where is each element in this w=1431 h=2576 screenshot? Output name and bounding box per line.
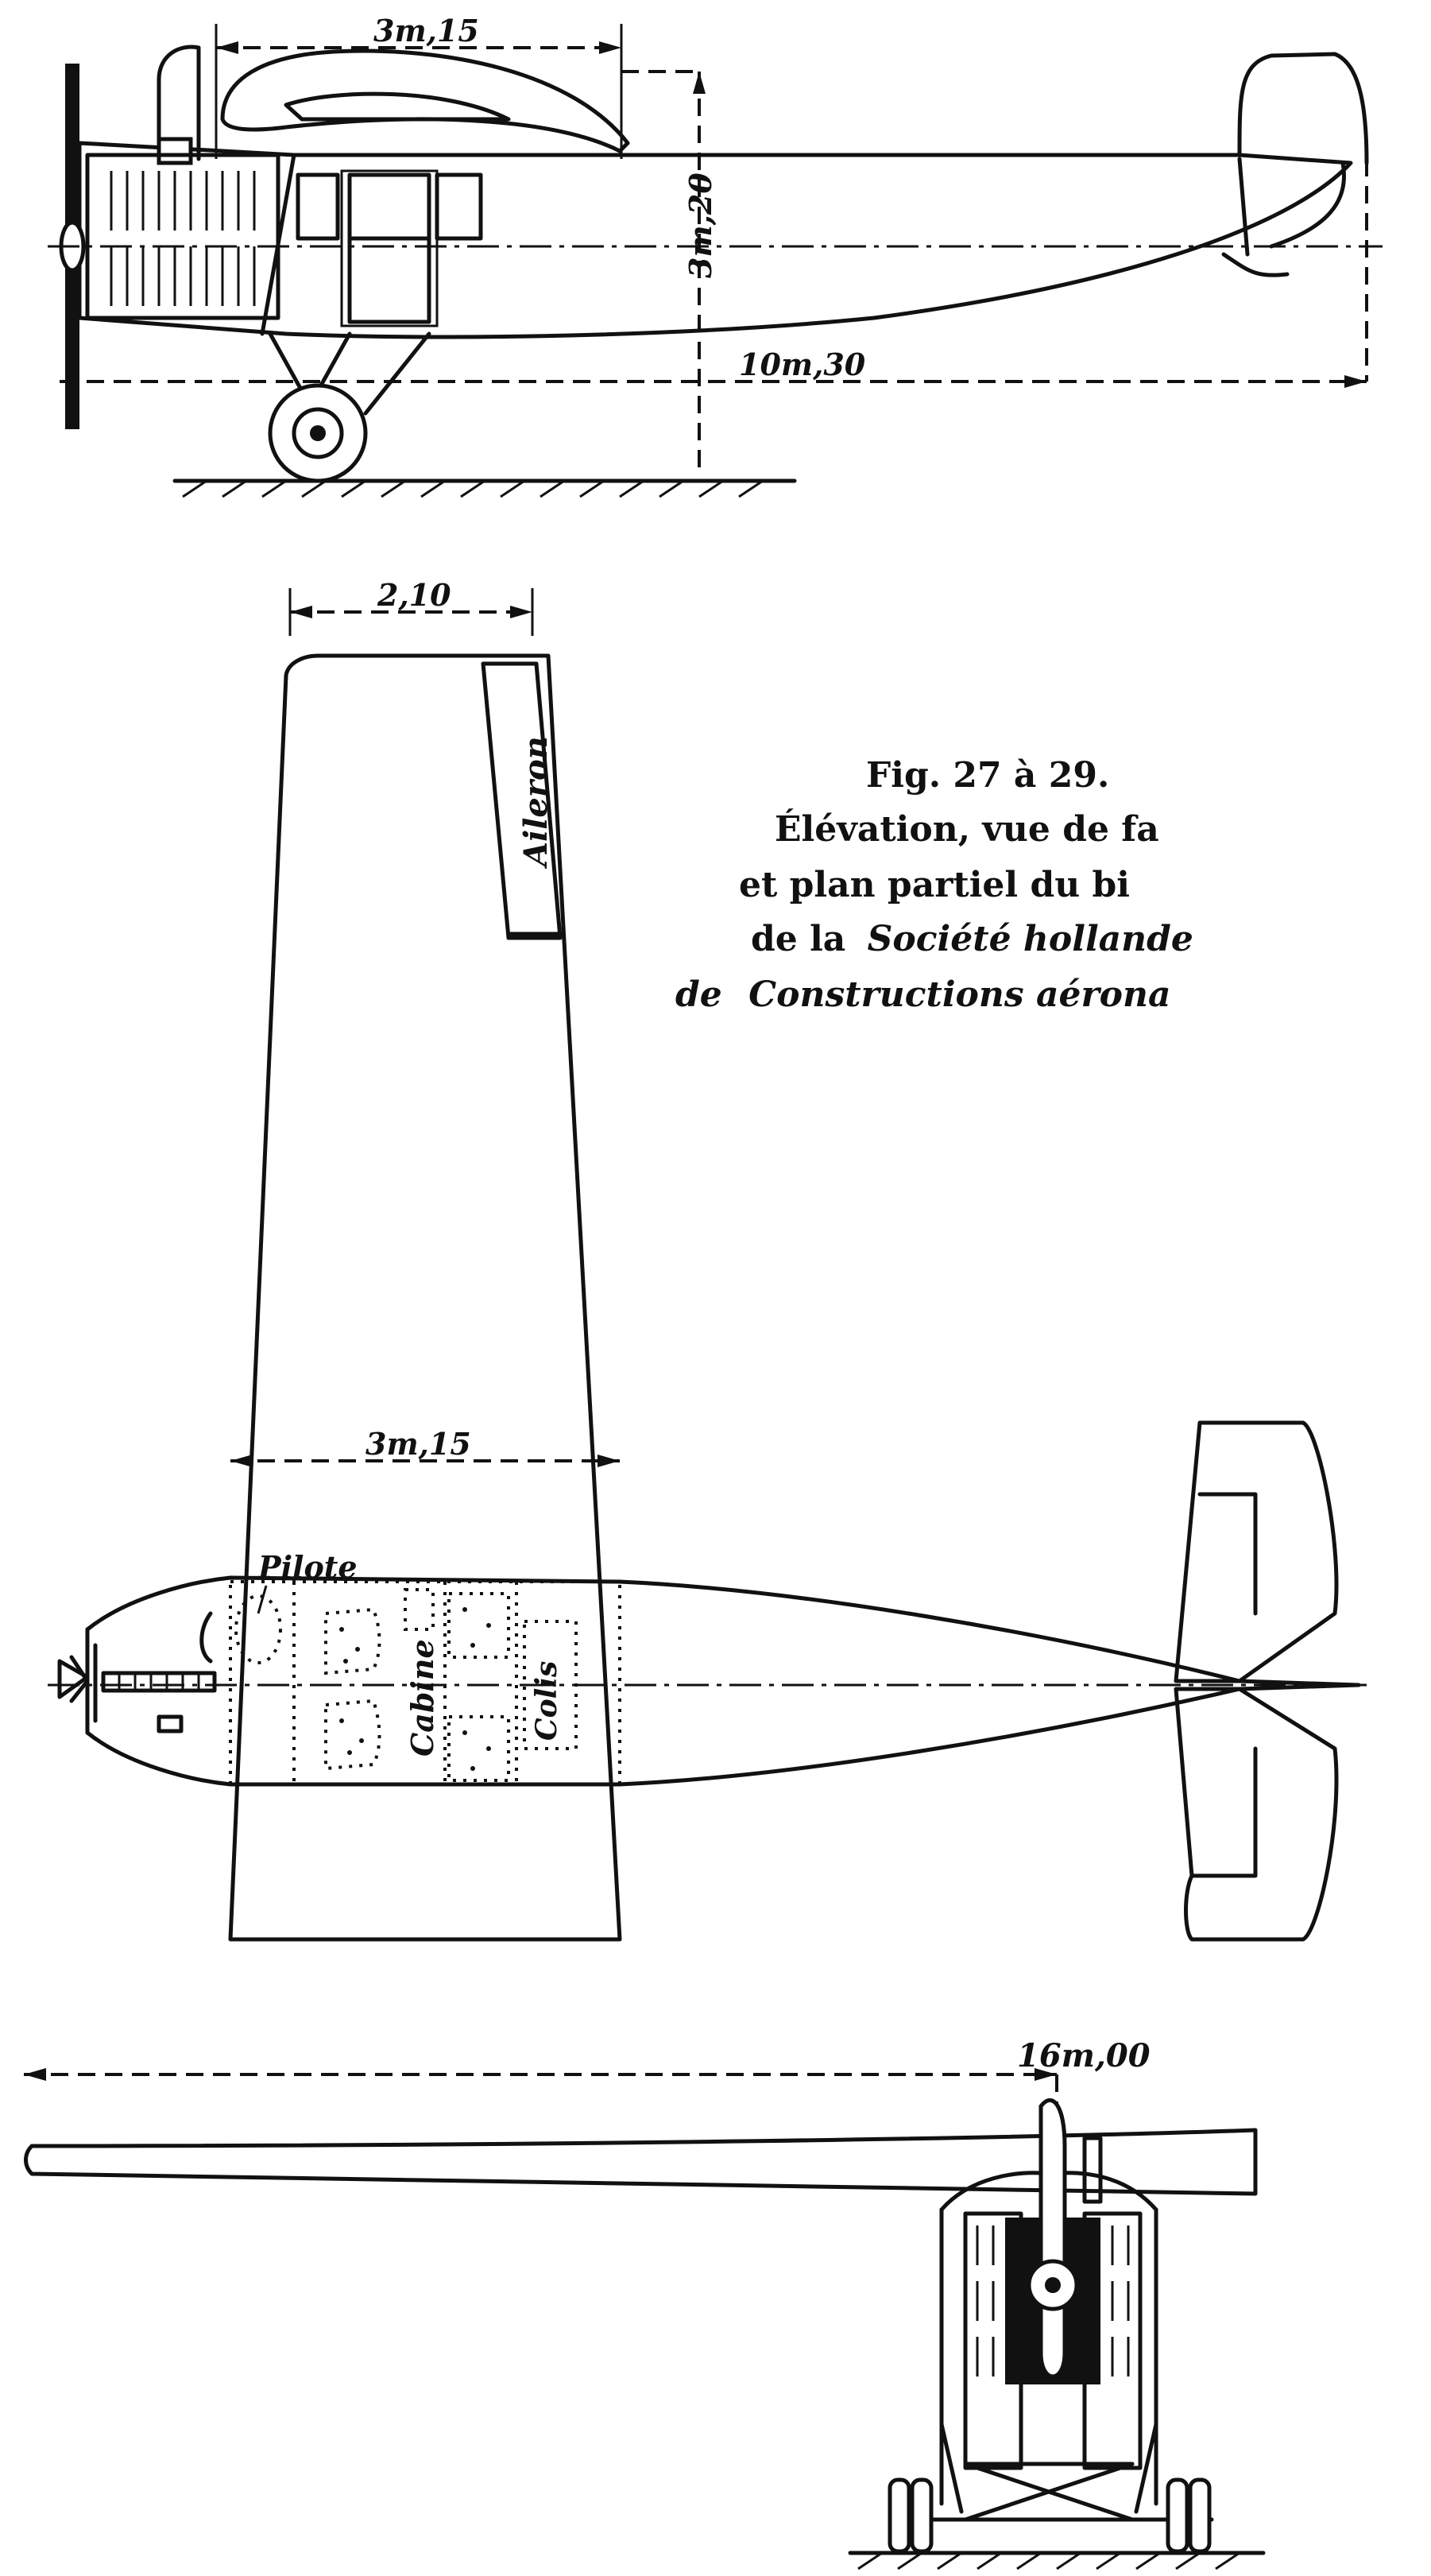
front-view: 16m,00 bbox=[24, 2037, 1266, 2570]
plan-root-chord-dim: 3m,15 bbox=[365, 1426, 471, 1462]
elevation-height-dim: 3m,20 bbox=[683, 172, 718, 278]
caption-line-5: de Constructions aérona bbox=[675, 974, 1171, 1015]
front-ground-hatch bbox=[857, 2551, 1240, 2570]
caption-line-4b: Société hollande bbox=[868, 919, 1193, 959]
caption-line-4a: de la bbox=[751, 919, 845, 959]
plan-pilote-label: Pilote bbox=[257, 1549, 358, 1585]
side-elevation: 3m,15 bbox=[48, 13, 1383, 498]
caption-line-2: Élévation, vue de fa bbox=[775, 808, 1159, 850]
plan-colis-label: Colis bbox=[530, 1661, 563, 1741]
plan-aileron-label: Aileron bbox=[517, 736, 555, 870]
caption-line-5a: de bbox=[675, 974, 722, 1015]
ground-hatch bbox=[182, 479, 764, 498]
plan-cabine-label: Cabine bbox=[404, 1639, 440, 1757]
elevation-length-dim: 10m,30 bbox=[739, 347, 866, 382]
caption-line-3: et plan partiel du bi bbox=[739, 865, 1130, 905]
engine-strip-grille bbox=[118, 1673, 200, 1691]
engine-vent-grille bbox=[110, 171, 256, 306]
caption-line-5b: Constructions aérona bbox=[748, 974, 1170, 1015]
seat-stipple bbox=[339, 1607, 491, 1771]
caption-line-1: Fig. 27 à 29. bbox=[866, 755, 1109, 796]
plan-view: 2,10 Aileron 3m,15 bbox=[48, 577, 1367, 1942]
figure-caption: Fig. 27 à 29. Élévation, vue de fa et pl… bbox=[675, 755, 1193, 1015]
plan-tip-chord-dim: 2,10 bbox=[377, 577, 451, 613]
elevation-chord-dim: 3m,15 bbox=[373, 13, 479, 48]
front-span-dim: 16m,00 bbox=[1017, 2037, 1151, 2074]
caption-line-4: de la Société hollande bbox=[751, 919, 1193, 959]
